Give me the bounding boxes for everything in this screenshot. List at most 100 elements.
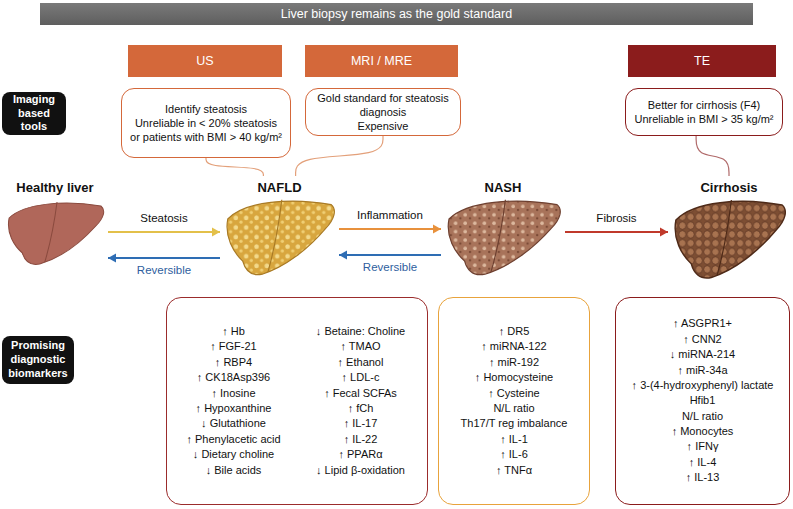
leader-line — [696, 136, 729, 176]
edge-label: Reversible — [137, 264, 191, 276]
node-text: ↑ TNFα — [496, 463, 532, 478]
connector-path — [339, 254, 441, 256]
node-text: ↑ IL-22 — [300, 432, 421, 447]
edge-label: Inflammation — [357, 209, 423, 221]
node-text: MRI / MRE — [351, 54, 412, 68]
arrowhead — [212, 228, 220, 237]
node-text: ↑ Hypoxanthine — [173, 401, 294, 416]
node-text: Hfib1 — [690, 393, 716, 408]
stage-heading: NAFLD — [255, 180, 303, 195]
node-text: ↓ Bile acids — [173, 463, 294, 478]
node-text: Unreliable in BMI > 35 kg/m² — [634, 112, 773, 126]
edge-label: Reversible — [363, 261, 417, 273]
node-text: Liver biopsy remains as the gold standar… — [281, 7, 512, 21]
edge-label: Fibrosis — [596, 212, 636, 224]
node-text: Expensive — [358, 119, 409, 133]
connector-path — [108, 231, 220, 233]
node-text: ↑ fCh — [300, 401, 421, 416]
method-note-box: Better for cirrhosis (F4)Unreliable in B… — [625, 88, 783, 136]
node-text: Better for cirrhosis (F4) — [648, 98, 760, 112]
leader-line — [296, 136, 383, 176]
connector-path — [565, 231, 668, 233]
liver-stage: NAFLD — [222, 176, 337, 282]
node-text: Promising diagnostic biomarkers — [6, 339, 70, 380]
node-text: N/L ratio — [682, 409, 723, 424]
node-text: ↑ Phenylacetic acid — [173, 432, 294, 447]
liver-stage: Cirrhosis — [670, 176, 788, 286]
node-text: ↑ CK18Asp396 — [173, 370, 294, 385]
row-label-box: Promising diagnostic biomarkers — [2, 336, 74, 384]
edge-label: Steatosis — [140, 212, 187, 224]
node-text: ↑ IL-4 — [689, 455, 717, 470]
connector-path — [296, 136, 383, 176]
node-text: ↓ Lipid β-oxidation — [300, 463, 421, 478]
node-text: ↑ IL-6 — [500, 447, 528, 462]
node-text: ↓ Betaine: Choline — [300, 324, 421, 339]
stage-arrow — [108, 228, 220, 237]
node-text: ↑ Fecal SCFAs — [300, 386, 421, 401]
connector-path — [108, 257, 220, 259]
nafld-liver-drawing — [227, 200, 334, 275]
biomarker-box: ↑ Hb↑ FGF-21↑ RBP4↑ CK18Asp396↑ Inosine↑… — [166, 297, 428, 505]
method-header: TE — [628, 45, 776, 77]
node-text: ↑ Monocytes — [672, 424, 734, 439]
stage-heading: Healthy liver — [14, 180, 95, 195]
connector-path — [206, 158, 263, 176]
node-text: ↑ miR-34a — [677, 363, 727, 378]
node-text: ↓ miRNA-214 — [670, 347, 735, 362]
connector-path — [696, 136, 729, 176]
liver-stage: NASH — [443, 176, 563, 282]
arrowhead — [660, 228, 668, 237]
node-text: Identify steatosis — [165, 102, 247, 116]
node-text: ↑ DR5 — [499, 324, 530, 339]
stage-arrow — [339, 251, 441, 260]
biomarker-box: ↑ DR5↑ miRNA-122↑ miR-192↑ Homocysteine↑… — [438, 297, 590, 505]
stage-heading: NASH — [483, 180, 524, 195]
node-text: ↑ Hb — [173, 324, 294, 339]
node-text: Th17/T reg imbalance — [461, 416, 568, 431]
row-label-box: Imaging based tools — [2, 92, 66, 135]
method-note-box: Identify steatosisUnreliable in < 20% st… — [121, 88, 291, 158]
node-text: ↑ IL-17 — [300, 416, 421, 431]
method-header: US — [128, 45, 282, 77]
node-text: ↑ CNN2 — [683, 332, 722, 347]
liver-illustrations — [8, 200, 785, 278]
arrowhead — [433, 225, 441, 234]
node-text: ↑ IFNγ — [687, 439, 719, 454]
node-text: ↑ Ethanol — [300, 355, 421, 370]
node-text: ↑ PPARα — [300, 447, 421, 462]
stage-arrow — [339, 225, 441, 234]
node-text: TE — [694, 54, 710, 68]
node-text: N/L ratio — [493, 401, 534, 416]
node-text: ↑ Homocysteine — [475, 370, 553, 385]
node-text: US — [196, 54, 213, 68]
nash-liver-drawing — [448, 200, 560, 275]
node-text: ↓ Glutathione — [173, 416, 294, 431]
stage-heading: Cirrhosis — [698, 180, 759, 195]
title-band: Liver biopsy remains as the gold standar… — [40, 3, 753, 25]
cirrhosis-liver-drawing — [675, 200, 785, 278]
arrowhead — [339, 251, 347, 260]
node-text: ↑ FGF-21 — [173, 339, 294, 354]
healthy-liver-drawing — [8, 202, 103, 264]
connector-path — [339, 228, 441, 230]
method-note-box: Gold standard for steatosis diagnosisExp… — [305, 88, 461, 136]
node-text: ↑ LDL-c — [300, 370, 421, 385]
node-text: ↑ 3-(4-hydroxyphenyl) lactate — [632, 378, 774, 393]
node-text: ↑ ASGPR1+ — [673, 316, 732, 331]
biomarker-box: ↑ ASGPR1+↑ CNN2↓ miRNA-214↑ miR-34a↑ 3-(… — [615, 297, 790, 505]
node-text: Imaging based tools — [6, 93, 62, 134]
node-text: ↑ Cysteine — [488, 386, 539, 401]
method-header: MRI / MRE — [305, 45, 458, 77]
node-text: ↓ Dietary choline — [173, 447, 294, 462]
stage-arrow — [108, 254, 220, 263]
node-text: ↑ IL-13 — [686, 470, 720, 485]
leader-line — [206, 158, 263, 176]
node-text: ↑ TMAO — [300, 339, 421, 354]
node-text: Gold standard for steatosis diagnosis — [314, 91, 452, 120]
node-text: ↑ RBP4 — [173, 355, 294, 370]
liver-stage: Healthy liver — [4, 176, 106, 270]
node-text: ↑ IL-1 — [500, 432, 528, 447]
